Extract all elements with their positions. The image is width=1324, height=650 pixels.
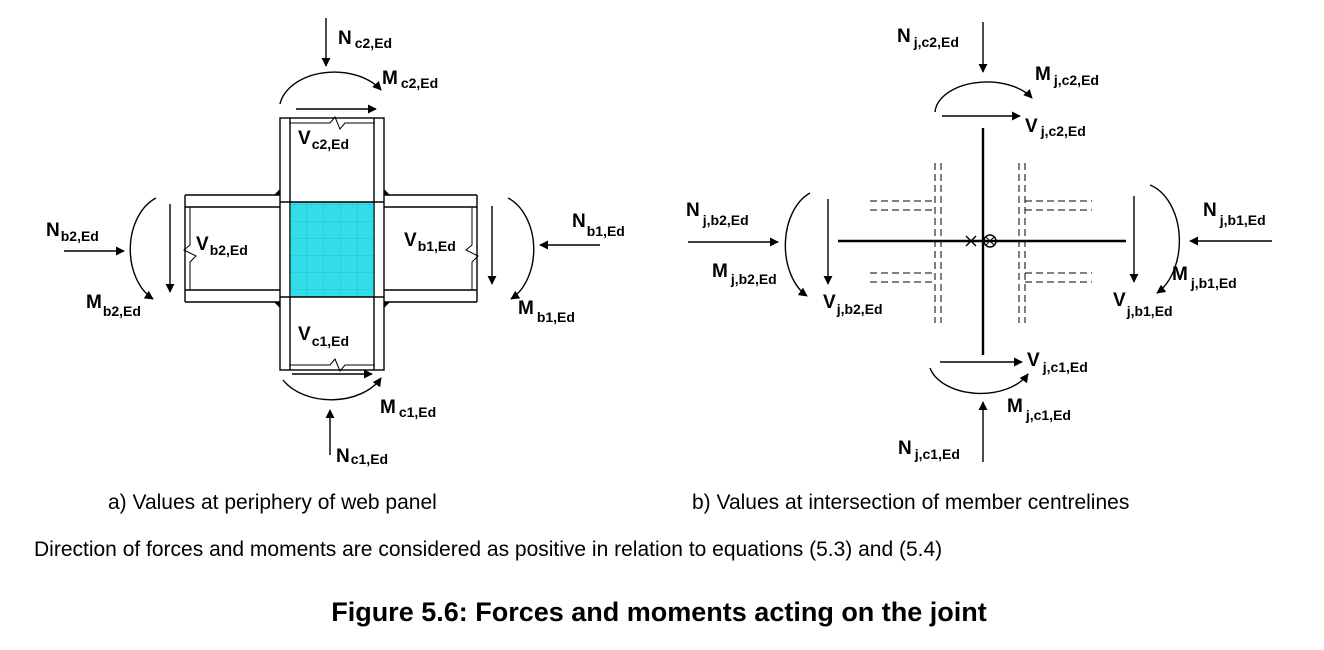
arrow-mj-b1 bbox=[1149, 184, 1181, 294]
break-mark-bottom-a bbox=[290, 358, 374, 372]
cross-mark bbox=[965, 235, 977, 247]
arrow-m-b2 bbox=[129, 197, 157, 300]
arrow-mj-b2 bbox=[784, 192, 811, 297]
arrow-mj-c2 bbox=[934, 81, 1033, 113]
positive-direction-note: Direction of forces and moments are cons… bbox=[34, 538, 942, 561]
label-v-c1: Vc1,Ed bbox=[298, 324, 349, 349]
label-vj-b2: Vj,b2,Ed bbox=[823, 292, 883, 317]
label-v-b1: Vb1,Ed bbox=[404, 230, 456, 254]
column-outline-a bbox=[279, 117, 385, 371]
break-mark-right-a bbox=[465, 207, 479, 290]
centre-circle-symbol bbox=[983, 234, 997, 248]
web-panel bbox=[289, 201, 375, 298]
dashed-member-outlines bbox=[870, 163, 1092, 323]
label-m-b2: Mb2,Ed bbox=[86, 292, 141, 319]
label-vj-b1: Vj,b1,Ed bbox=[1113, 290, 1173, 319]
arrow-mj-c1 bbox=[929, 367, 1029, 395]
break-mark-left-a bbox=[183, 207, 197, 290]
weld-marks-a bbox=[274, 189, 390, 308]
label-v-c2: Vc2,Ed bbox=[298, 128, 349, 152]
break-mark-top-a bbox=[290, 116, 374, 130]
label-n-c1: Nc1,Ed bbox=[336, 446, 388, 467]
arrow-m-c1 bbox=[282, 377, 382, 401]
label-n-b1: Nb1,Ed bbox=[572, 211, 625, 239]
beam-left-a bbox=[184, 194, 280, 303]
beam-right-a bbox=[384, 194, 478, 303]
label-v-b2: Vb2,Ed bbox=[196, 234, 248, 258]
caption-a: a) Values at periphery of web panel bbox=[108, 491, 437, 514]
figure-title: Figure 5.6: Forces and moments acting on… bbox=[331, 597, 987, 627]
caption-b: b) Values at intersection of member cent… bbox=[692, 491, 1129, 514]
arrow-m-c2 bbox=[279, 71, 382, 105]
arrow-m-b1 bbox=[507, 197, 535, 300]
label-n-b2: Nb2,Ed bbox=[46, 220, 99, 244]
